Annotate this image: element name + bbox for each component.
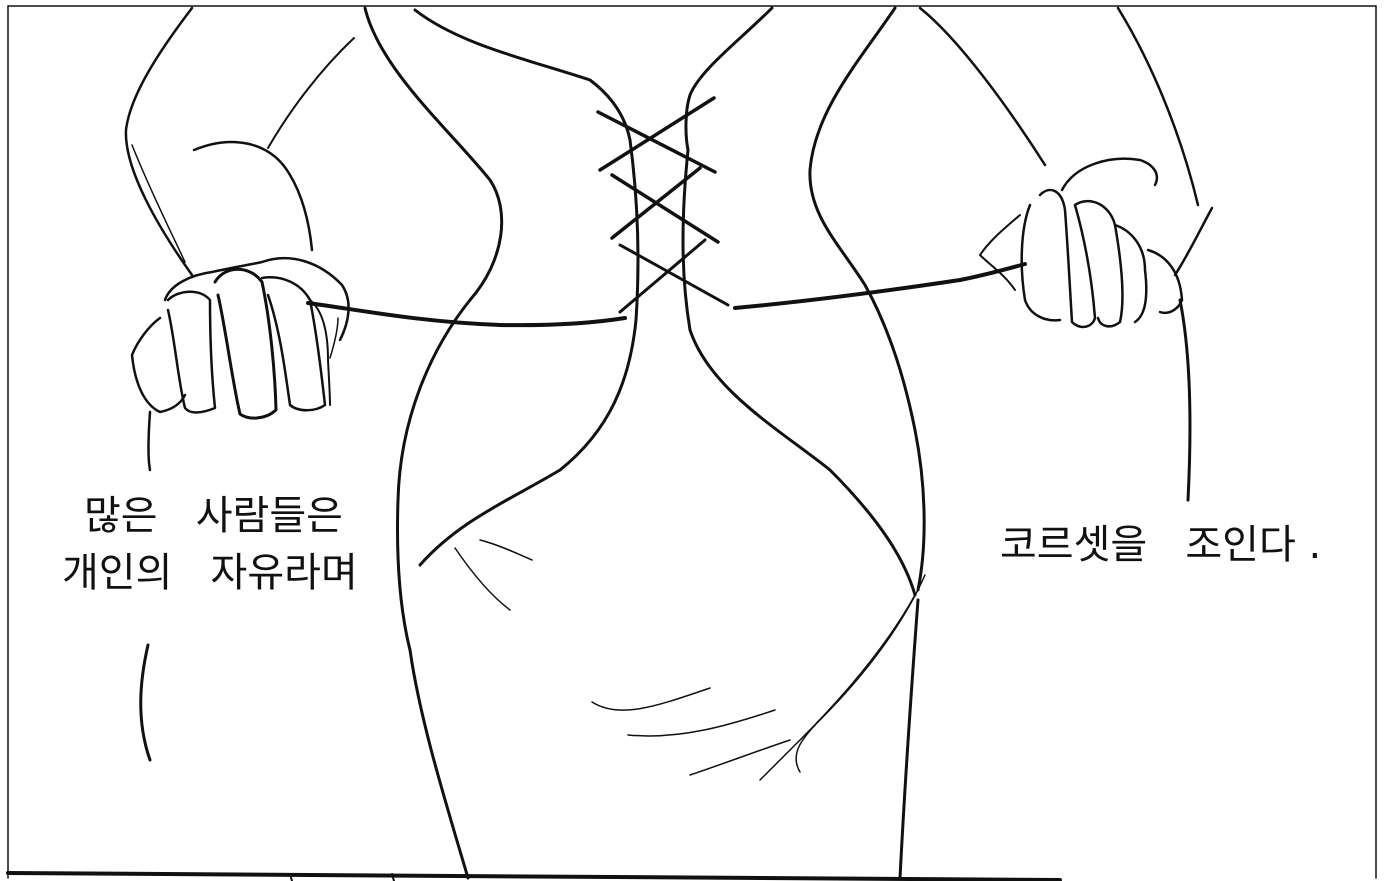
right-hand — [979, 157, 1184, 329]
caption-left-line-2: 개인의 자유라며 — [62, 550, 358, 596]
lacing-crosses — [596, 96, 730, 314]
corset-laces — [306, 262, 1027, 328]
torso-left — [363, 6, 632, 880]
caption-right: 코르셋을 조인다 . — [1000, 522, 1322, 568]
bottom-marks — [289, 873, 395, 881]
caption-left-line-1: 많은 사람들은 — [84, 493, 343, 539]
corset-seams — [418, 138, 926, 781]
left-hand — [130, 256, 350, 420]
dress-folds — [591, 687, 791, 776]
torso-right — [684, 6, 926, 880]
left-arm — [124, 6, 355, 762]
right-arm — [918, 6, 1214, 502]
panel-border — [6, 5, 1377, 881]
